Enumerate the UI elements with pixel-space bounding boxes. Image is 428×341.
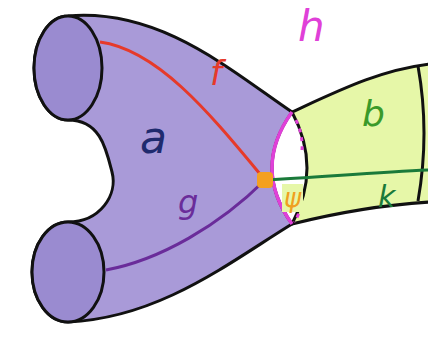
boundary-circle — [34, 16, 102, 120]
curve-label: h — [298, 6, 325, 48]
region-outline — [292, 64, 428, 224]
base-point — [257, 172, 273, 188]
curve-label: g — [178, 186, 198, 218]
region-outline — [32, 15, 292, 322]
back-arc — [296, 120, 302, 150]
angle-label: ψ — [282, 184, 303, 212]
end-circle — [418, 66, 424, 201]
boundary-circle — [32, 222, 104, 322]
arc-k — [265, 170, 428, 180]
region-label: a — [140, 116, 167, 160]
curve-label: f — [210, 56, 222, 90]
curve-label: k — [378, 182, 395, 212]
arc-g — [106, 180, 265, 270]
arc-f — [100, 42, 265, 180]
region-label: b — [362, 96, 385, 132]
